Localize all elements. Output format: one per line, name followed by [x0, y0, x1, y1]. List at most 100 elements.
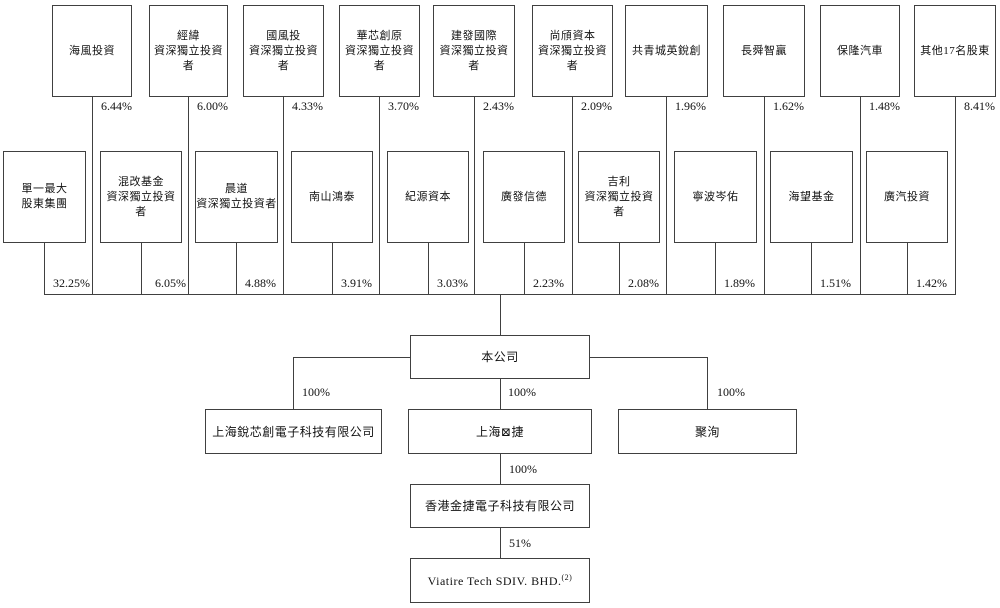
subsidiary-name: 香港金捷電子科技有限公司 [424, 499, 575, 513]
shareholder-name: 海望基金 [788, 190, 835, 203]
connector-line [474, 97, 475, 294]
shareholder-box-row1-4: 華芯創原 資深獨立投資者 [339, 5, 420, 97]
shareholder-name: 其他17名股東 [920, 44, 990, 57]
ownership-percent: 32.25% [53, 276, 90, 290]
connector-line [188, 97, 189, 294]
shareholder-box-row1-6: 尚頎資本 資深獨立投資者 [532, 5, 613, 97]
shareholder-box-row1-9: 保隆汽車 [820, 5, 900, 97]
connector-line [428, 243, 429, 294]
connector-line [500, 294, 501, 335]
shareholder-name: 建發國際 資深獨立投資者 [439, 29, 509, 72]
connector-line [283, 97, 284, 294]
shareholder-box-row2-3: 晨道 資深獨立投資者 [195, 151, 278, 243]
ownership-percent: 1.42% [916, 276, 947, 290]
ownership-percent: 3.91% [341, 276, 372, 290]
shareholder-box-row1-5: 建發國際 資深獨立投資者 [433, 5, 515, 97]
shareholder-box-row2-5: 紀源資本 [387, 151, 469, 243]
subsidiary-name: 上海⊠捷 [475, 424, 525, 439]
ownership-percent: 8.41% [964, 99, 995, 113]
ownership-percent: 100% [302, 385, 330, 399]
ownership-percent: 1.96% [675, 99, 706, 113]
connector-line [293, 357, 294, 409]
ownership-percent: 1.62% [773, 99, 804, 113]
subsidiary-box-shanghai-ruixinchuang: 上海銳芯創電子科技有限公司 [205, 409, 382, 454]
shareholder-box-row1-2: 經緯 資深獨立投資者 [149, 5, 228, 97]
ownership-percent: 1.51% [820, 276, 851, 290]
shareholder-name: 紀源資本 [405, 190, 451, 203]
connector-line [500, 528, 501, 558]
connector-line [293, 357, 410, 358]
ownership-percent: 2.23% [533, 276, 564, 290]
shareholder-name: 國風投 資深獨立投資者 [249, 29, 318, 72]
connector-line [707, 357, 708, 409]
shareholder-box-row1-3: 國風投 資深獨立投資者 [243, 5, 324, 97]
shareholder-name: 南山鴻泰 [309, 190, 355, 203]
company-name: 本公司 [481, 350, 519, 364]
shareholder-box-row2-6: 廣發信德 [483, 151, 565, 243]
ownership-percent: 2.09% [581, 99, 612, 113]
shareholder-name: 華芯創原 資深獨立投資者 [345, 29, 414, 72]
shareholder-box-row1-10: 其他17名股東 [914, 5, 996, 97]
subsidiary-name: 上海銳芯創電子科技有限公司 [212, 424, 375, 439]
connector-line [590, 357, 707, 358]
shareholder-box-row2-9: 海望基金 [770, 151, 853, 243]
connector-line [524, 243, 525, 294]
ownership-percent: 4.88% [245, 276, 276, 290]
connector-line [44, 243, 45, 294]
ownership-percent: 1.48% [869, 99, 900, 113]
shareholder-name: 廣發信德 [501, 190, 547, 203]
connector-line [500, 454, 501, 484]
shareholder-name: 廣汽投資 [884, 190, 930, 203]
shareholder-box-row1-8: 長舜智贏 [723, 5, 805, 97]
ownership-percent: 100% [509, 462, 537, 476]
connector-line [619, 243, 620, 294]
ownership-percent: 6.05% [155, 276, 186, 290]
company-box: 本公司 [410, 335, 590, 379]
connector-line [811, 243, 812, 294]
connector-line [572, 97, 573, 294]
connector-line [907, 243, 908, 294]
connector-line [860, 97, 861, 294]
footnote-marker: (2) [561, 572, 573, 582]
subsidiary-box-shanghai-jie: 上海⊠捷 [408, 409, 592, 454]
subsidiary-name: 聚洵 [694, 424, 720, 439]
shareholder-name: 單一最大 股東集團 [21, 183, 68, 210]
shareholder-box-row2-2: 混改基金 資深獨立投資者 [100, 151, 182, 243]
ownership-percent: 51% [509, 536, 531, 550]
ownership-percent: 100% [717, 385, 745, 399]
ownership-percent: 3.70% [388, 99, 419, 113]
shareholder-name: 海風投資 [69, 44, 115, 57]
shareholder-box-row2-10: 廣汽投資 [866, 151, 948, 243]
ownership-percent: 2.43% [483, 99, 514, 113]
subsidiary-box-viatire: Viatire Tech SDIV. BHD.(2) [410, 558, 590, 603]
shareholder-box-row2-4: 南山鴻泰 [291, 151, 373, 243]
connector-line [500, 379, 501, 409]
ownership-percent: 3.03% [437, 276, 468, 290]
shareholder-name: 共青城英銳創 [632, 44, 701, 57]
shareholder-name: 混改基金 資深獨立投資者 [106, 175, 176, 218]
shareholder-box-row2-8: 寧波岑佑 [674, 151, 757, 243]
shareholder-box-row2-1: 單一最大 股東集團 [3, 151, 86, 243]
ownership-percent: 6.00% [197, 99, 228, 113]
subsidiary-name: Viatire Tech SDIV. BHD.(2) [427, 572, 573, 588]
connector-line [236, 243, 237, 294]
connector-line [715, 243, 716, 294]
ownership-percent: 100% [508, 385, 536, 399]
shareholder-name: 吉利 資深獨立投資者 [584, 175, 654, 218]
shareholder-name: 經緯 資深獨立投資者 [154, 29, 223, 72]
connector-line [764, 97, 765, 294]
subsidiary-box-hongkong-jinjie: 香港金捷電子科技有限公司 [410, 484, 590, 528]
ownership-percent: 1.89% [724, 276, 755, 290]
subsidiary-box-juxun: 聚洵 [618, 409, 797, 454]
shareholder-name: 長舜智贏 [741, 44, 787, 57]
shareholder-name: 晨道 資深獨立投資者 [196, 183, 277, 210]
ownership-percent: 4.33% [292, 99, 323, 113]
shareholder-box-row1-1: 海風投資 [52, 5, 132, 97]
connector-line [955, 97, 956, 294]
connector-line [379, 97, 380, 294]
connector-line [92, 97, 93, 294]
shareholder-box-row1-7: 共青城英銳創 [625, 5, 708, 97]
connector-line [141, 243, 142, 294]
shareholder-name: 寧波岑佑 [692, 190, 739, 203]
